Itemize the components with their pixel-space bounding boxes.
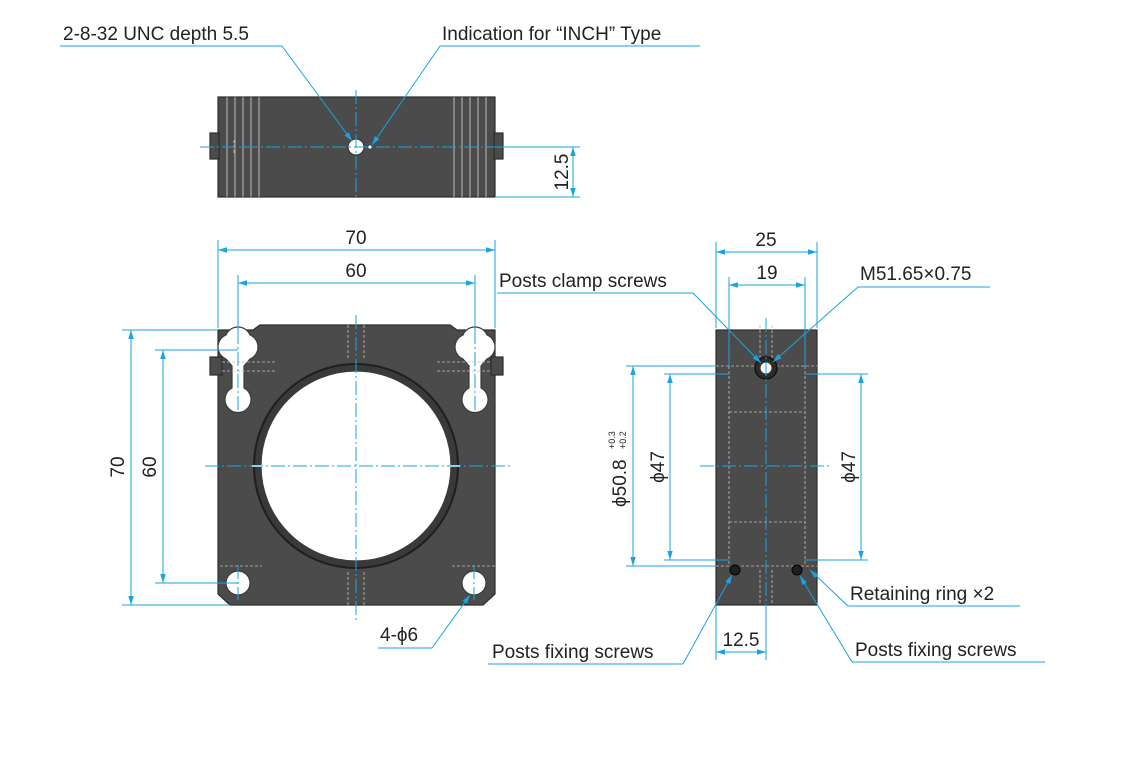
side-view-width-inner-dim: 19	[756, 263, 777, 284]
front-view-width-inner-dim: 60	[345, 261, 366, 282]
posts-clamp-screws-label: Posts clamp screws	[499, 271, 667, 292]
front-view-height-inner-dim: 60	[140, 456, 161, 477]
side-view-bore-diameter: ϕ50.8	[610, 459, 631, 507]
side-view-left-dim: ϕ47	[648, 451, 669, 483]
side-view-fixing-hole-right	[791, 564, 803, 576]
front-view: 70 60 70 60 4-ϕ6	[108, 228, 510, 649]
front-view-clamp-screw-right	[490, 356, 504, 376]
side-view-width-outer-dim: 25	[755, 230, 776, 251]
posts-fixing-screws-right-label: Posts fixing screws	[855, 640, 1017, 661]
side-view-bottom-dim: 12.5	[723, 630, 760, 651]
front-view-clamp-screw-left	[209, 356, 223, 376]
top-view: 12.5 2-8-32 UNC depth 5.5 Indication for…	[60, 24, 700, 200]
m51-thread-label: M51.65×0.75	[860, 264, 971, 285]
posts-fixing-screws-left-label: Posts fixing screws	[492, 642, 654, 663]
inch-indication-label: Indication for “INCH” Type	[442, 24, 661, 45]
side-view-right-dim: ϕ47	[839, 451, 860, 483]
side-view-fixing-hole-left	[729, 564, 741, 576]
top-view-right-screw	[493, 132, 504, 160]
front-view-height-outer-dim: 70	[108, 456, 129, 477]
top-view-thread-label: 2-8-32 UNC depth 5.5	[63, 24, 249, 45]
side-view-bore-tol-lower: +0.2	[618, 431, 628, 449]
side-view-bore-tol-upper: +0.3	[607, 431, 617, 449]
top-view-left-screw	[209, 132, 220, 160]
top-view-height-dim: 12.5	[552, 154, 573, 191]
retaining-ring-label: Retaining ring ×2	[850, 584, 994, 605]
front-view-holes-label: 4-ϕ6	[380, 625, 418, 646]
side-view: 25 19 ϕ50.8 +0.3 +0.2 ϕ47 ϕ47 12.5 P	[488, 230, 1045, 665]
side-view-bore-dim: ϕ50.8 +0.3 +0.2	[607, 431, 631, 507]
front-view-width-outer-dim: 70	[345, 228, 366, 249]
